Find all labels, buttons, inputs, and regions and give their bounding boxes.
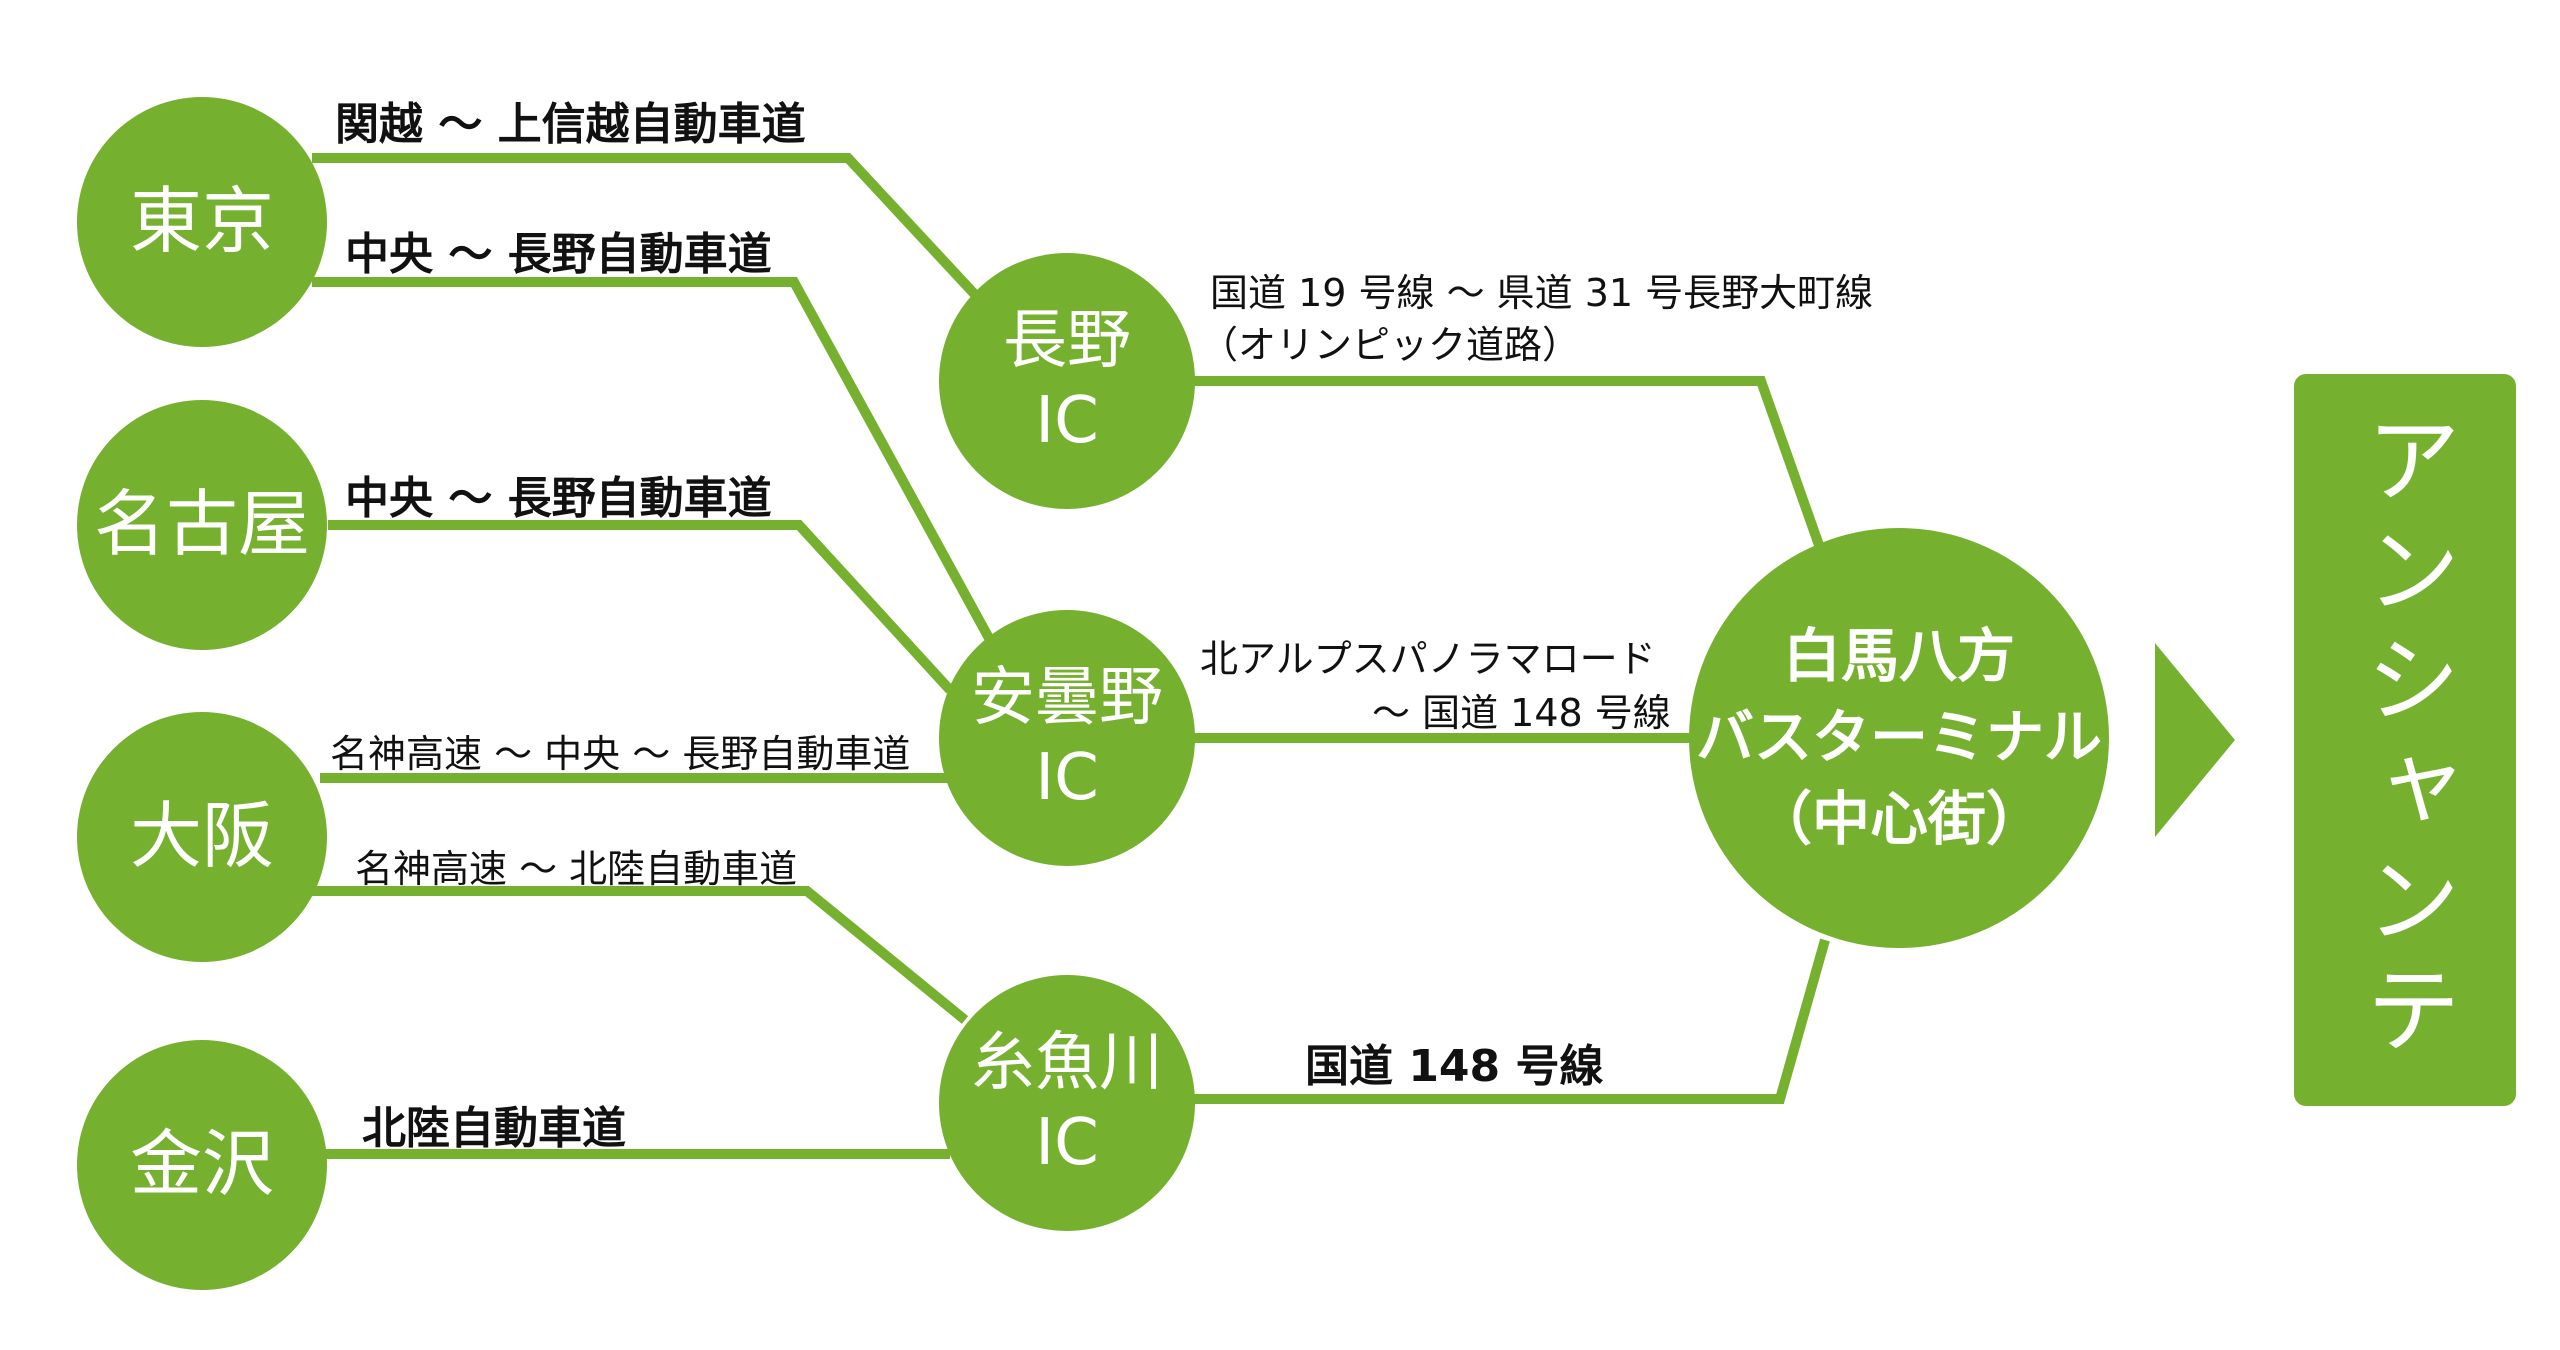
interchange-suffix: IC <box>1035 1106 1099 1180</box>
destination-box: アンシャンテ <box>2294 374 2516 1106</box>
route-line-nagano-hakuba <box>1190 376 1825 550</box>
route-line-itoigawa-hakuba <box>1190 938 1830 1104</box>
route-line-osaka-itoigawa <box>312 886 969 1024</box>
hub-name: 白馬八方 <box>1782 622 2015 691</box>
hub-note: （中心街） <box>1753 784 2044 853</box>
origin-label: 東京 <box>129 179 274 264</box>
origin-label: 金沢 <box>129 1122 274 1207</box>
origin-node-osaka: 大阪 <box>77 712 327 962</box>
route-line-tokyo-nagano <box>312 153 984 304</box>
route-label: 北アルプスパノラマロード <box>1200 637 1656 681</box>
origin-label: 大阪 <box>129 794 274 879</box>
origin-node-tokyo: 東京 <box>77 97 327 347</box>
interchange-name: 長野 <box>1003 304 1131 378</box>
origin-node-kanazawa: 金沢 <box>77 1040 327 1290</box>
interchange-suffix: IC <box>1035 384 1099 458</box>
interchange-name: 糸魚川 <box>971 1026 1163 1100</box>
route-label-note: 〜 国道 148 号線 <box>1372 691 1671 735</box>
interchange-node-nagano: 長野 IC <box>939 253 1195 509</box>
route-label: 中央 〜 長野自動車道 <box>345 473 772 524</box>
interchange-node-azumino: 安曇野 IC <box>939 610 1195 866</box>
interchange-name: 安曇野 <box>971 661 1163 735</box>
route-label-note: （オリンピック道路） <box>1200 323 1581 367</box>
route-label: 名神高速 〜 中央 〜 長野自動車道 <box>330 732 911 776</box>
interchange-node-itoigawa: 糸魚川 IC <box>939 975 1195 1231</box>
route-label: 北陸自動車道 <box>362 1103 626 1154</box>
hub-node-hakuba: 白馬八方 バスターミナル （中心街） <box>1689 528 2109 948</box>
route-label: 関越 〜 上信越自動車道 <box>335 99 806 150</box>
route-label: 国道 148 号線 <box>1305 1041 1604 1092</box>
hub-subtitle: バスターミナル <box>1695 703 2102 772</box>
route-line-nagoya-azumino <box>328 520 954 694</box>
origin-node-nagoya: 名古屋 <box>77 400 327 650</box>
route-line-tokyo-azumino <box>312 277 995 643</box>
route-label: 中央 〜 長野自動車道 <box>345 229 772 280</box>
route-label: 国道 19 号線 〜 県道 31 号長野大町線 <box>1210 271 1874 315</box>
interchange-suffix: IC <box>1035 741 1099 815</box>
destination-label: アンシャンテ <box>2348 410 2461 1070</box>
arrow-right-icon <box>2155 643 2235 837</box>
origin-label: 名古屋 <box>93 482 310 567</box>
route-label: 名神高速 〜 北陸自動車道 <box>355 847 798 891</box>
